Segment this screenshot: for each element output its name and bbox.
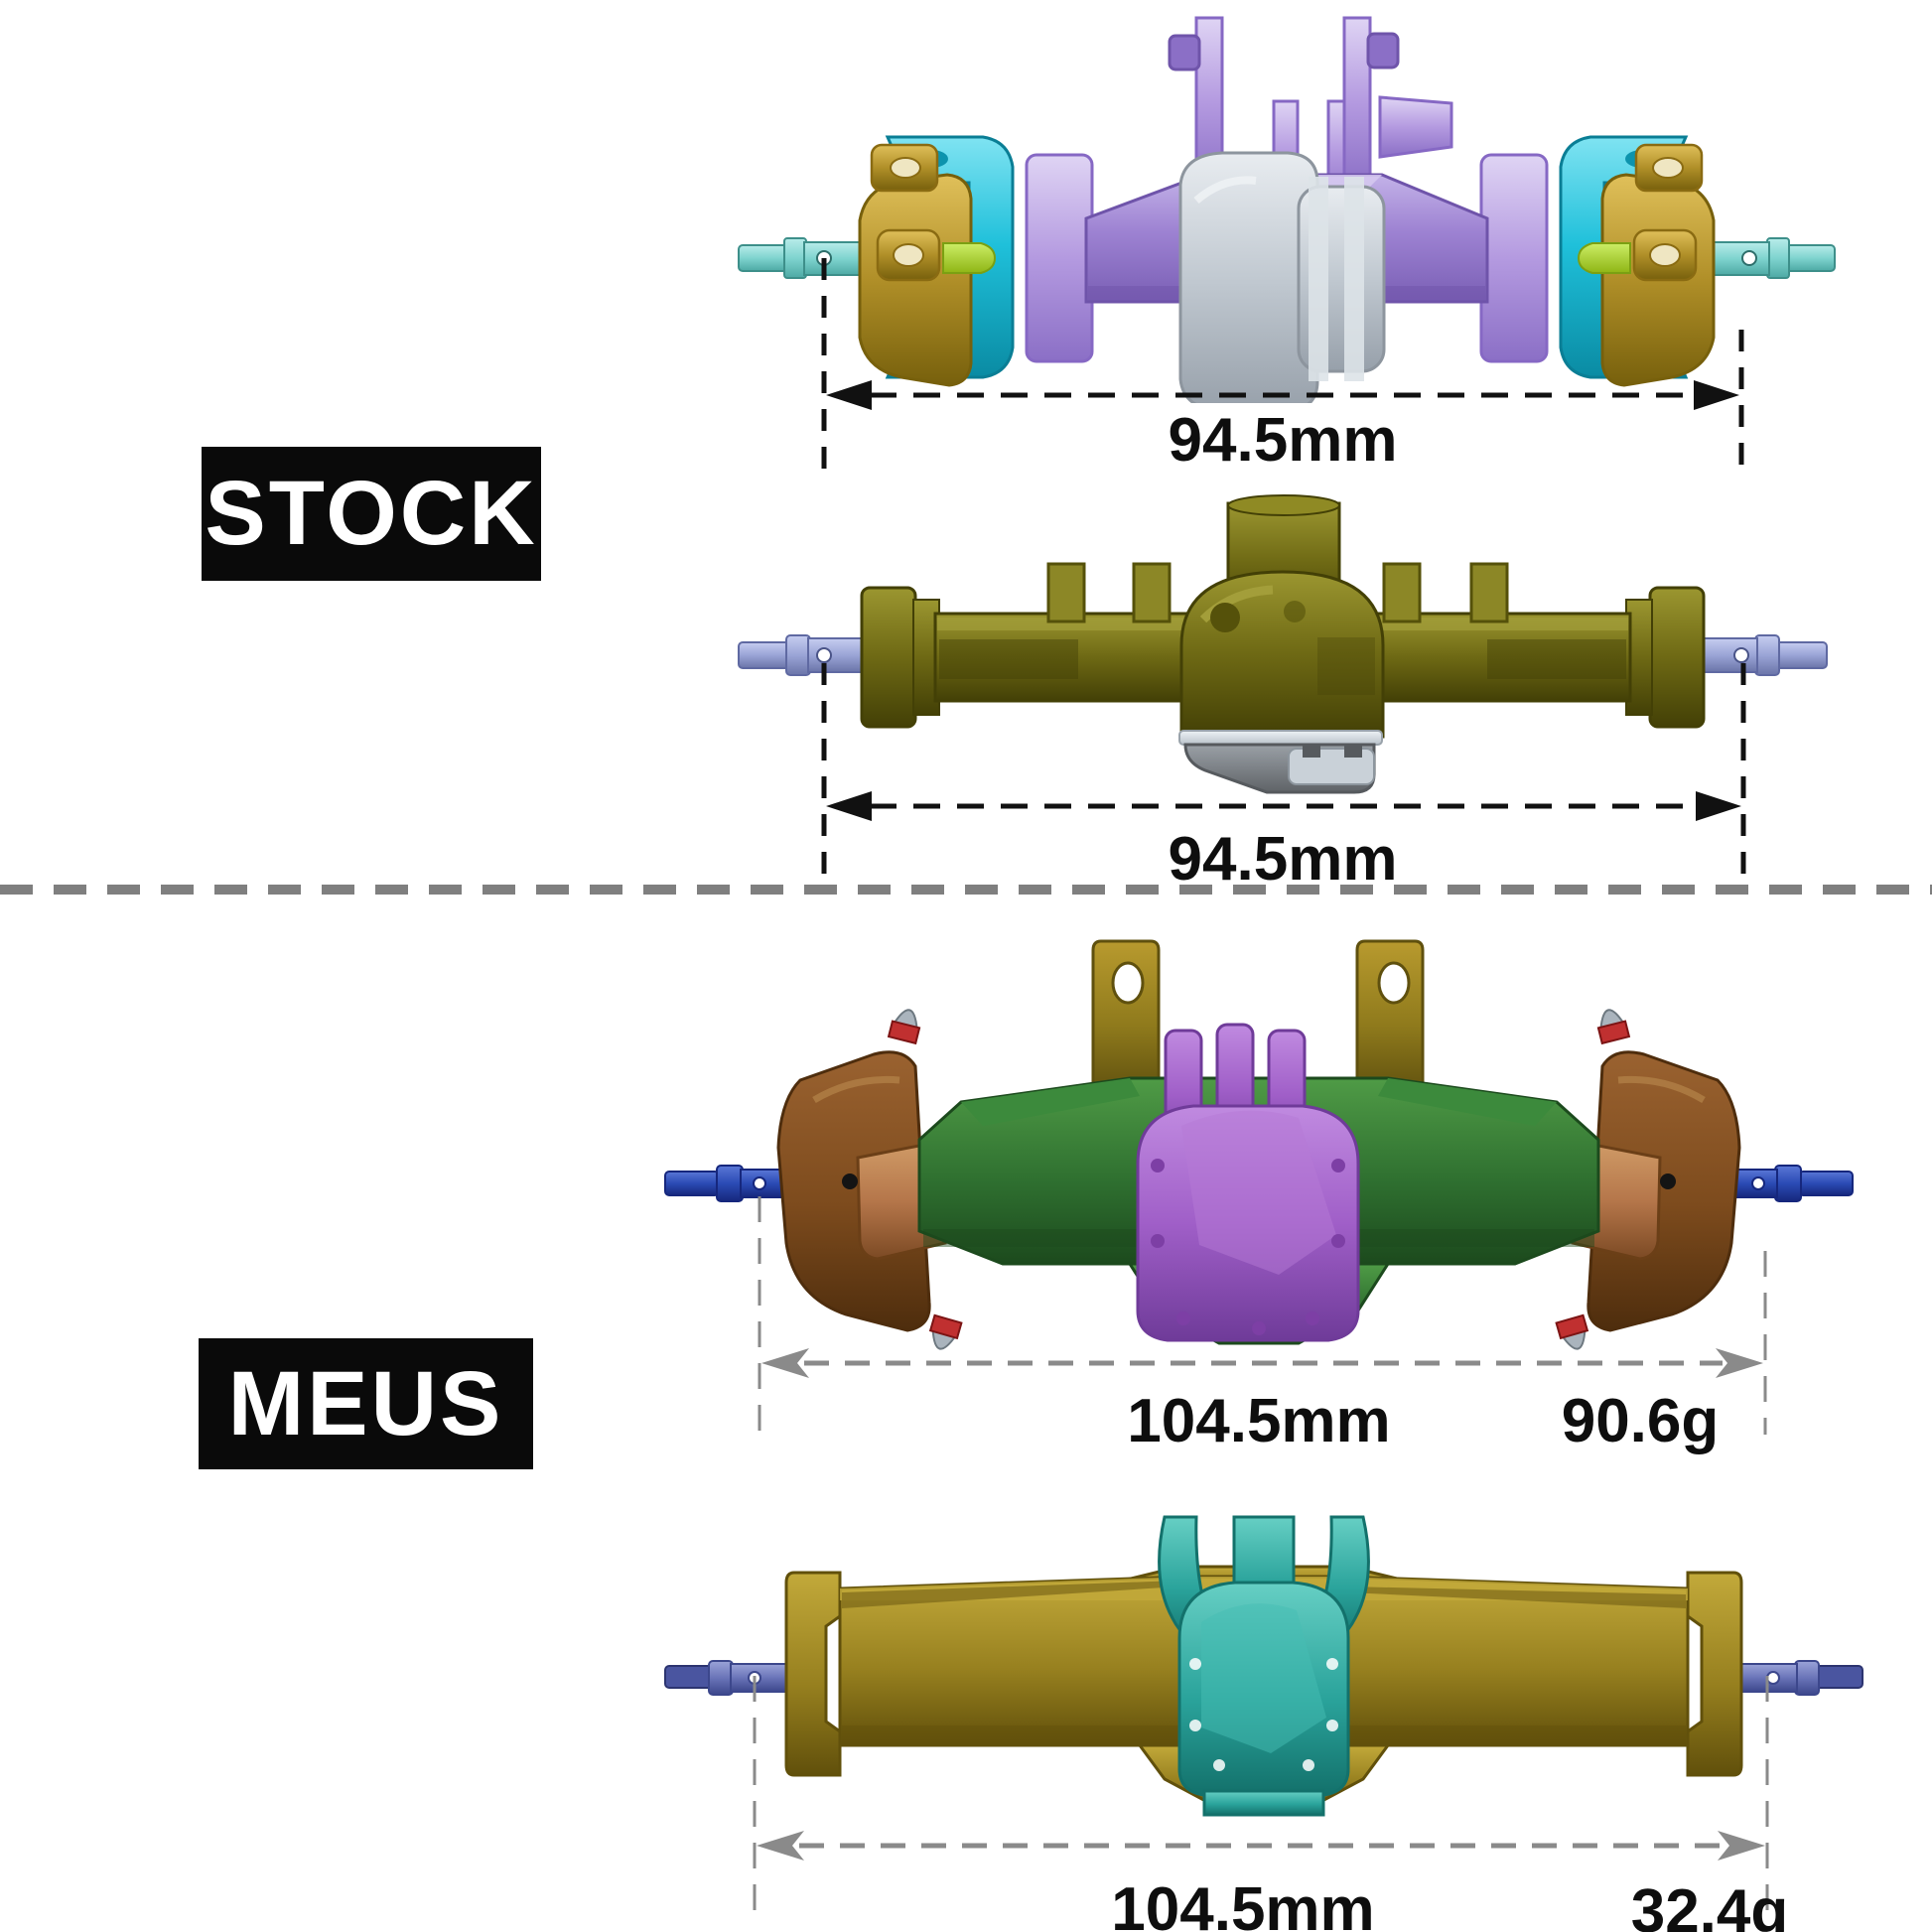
section-divider	[0, 885, 1932, 895]
meus-rear-dimension-line	[753, 1676, 1769, 1918]
meus-front-dimension-text: 104.5mm	[1127, 1387, 1391, 1455]
meus-rear-axle-render	[664, 1515, 1863, 1817]
meus-rear-weight-text: 32.4g	[1630, 1877, 1789, 1932]
meus-front-axle-render	[664, 939, 1855, 1380]
stock-front-dimension-line	[821, 258, 1744, 475]
stock-rear-axle-render	[738, 494, 1828, 794]
meus-section-label-text: MEUS	[227, 1352, 504, 1454]
stock-rear-dimension-line	[821, 663, 1746, 876]
meus-rear-dimension-text: 104.5mm	[1111, 1875, 1375, 1932]
stock-section-label-text: STOCK	[205, 463, 538, 564]
meus-front-dimension-line	[758, 1196, 1767, 1435]
stock-rear-dimension-text: 94.5mm	[1168, 825, 1398, 894]
stock-front-axle-render	[738, 16, 1837, 403]
meus-section-label: MEUS	[199, 1338, 533, 1469]
meus-front-weight-text: 90.6g	[1561, 1387, 1720, 1455]
stock-front-dimension-text: 94.5mm	[1168, 406, 1398, 475]
stock-section-label: STOCK	[202, 447, 541, 581]
